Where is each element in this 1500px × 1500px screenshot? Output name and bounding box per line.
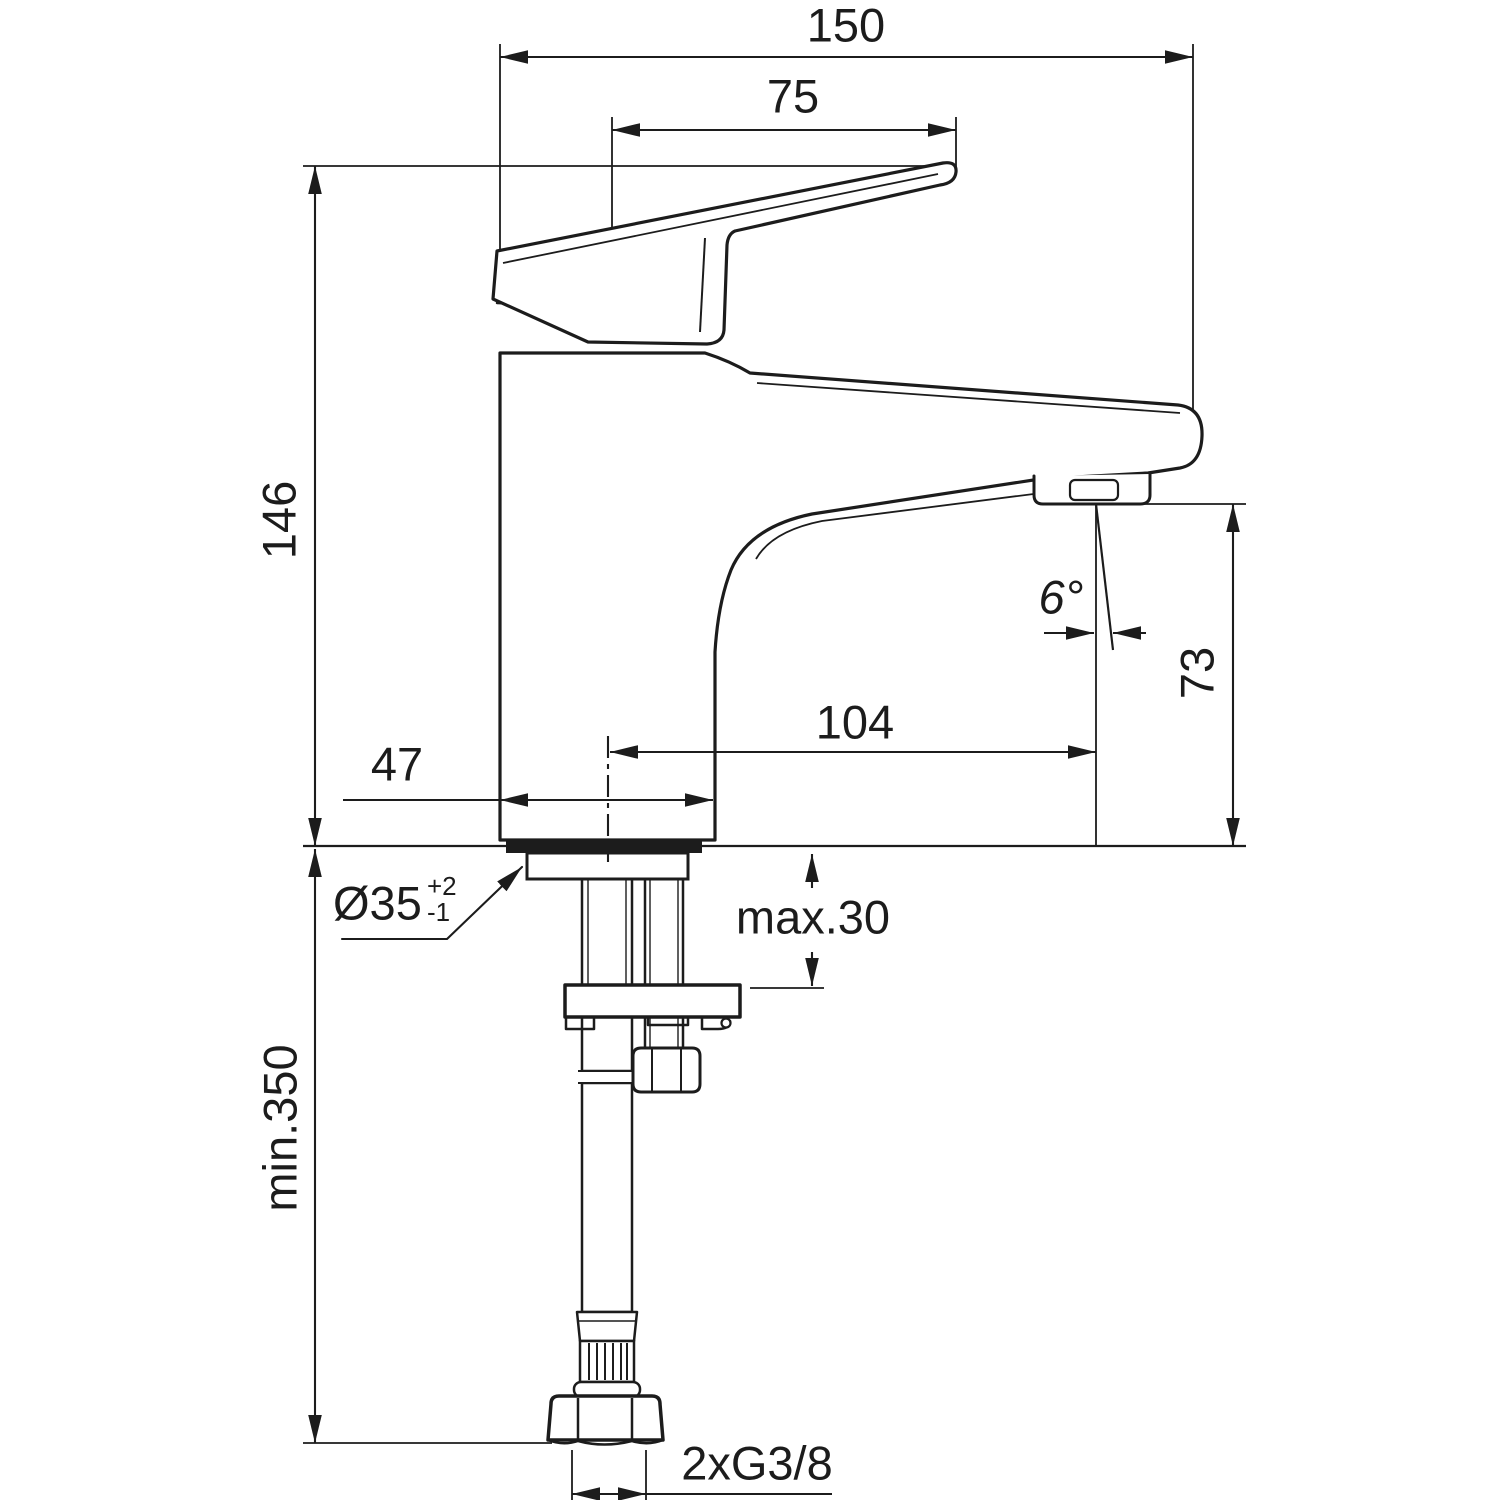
connection-nut-bottom bbox=[546, 1438, 665, 1446]
dim-overall-projection-label: 150 bbox=[807, 0, 885, 52]
hose-joint-gap bbox=[578, 1072, 636, 1082]
stud-hex-nut bbox=[631, 1046, 702, 1094]
dim-connection-thread-label: 2xG3/8 bbox=[681, 1437, 833, 1490]
dim-body-height-label: 146 bbox=[253, 481, 306, 559]
handle-neck-line bbox=[699, 237, 706, 333]
base-seal-bar bbox=[506, 840, 702, 853]
dim-spout-angle-label: 6° bbox=[1039, 571, 1084, 624]
dim-body-depth-label: 47 bbox=[371, 738, 423, 791]
supply-hose-lower bbox=[580, 1081, 634, 1314]
dim-hole-tolerance-plus-label: +2 bbox=[427, 871, 457, 901]
angle-tilted-line bbox=[1094, 503, 1115, 651]
reference-lines bbox=[303, 44, 1246, 1444]
dim-spout-reach-label: 104 bbox=[816, 696, 894, 749]
faucet-handle bbox=[491, 161, 958, 346]
spout-underside-highlight-line bbox=[755, 479, 1144, 560]
dim-hole-diameter-label: Ø35 bbox=[333, 877, 422, 930]
hose-spline-ridges bbox=[588, 1343, 628, 1380]
leader-hole-diameter bbox=[340, 865, 524, 941]
dimension-annotations bbox=[308, 50, 1246, 1500]
below-deck-assembly bbox=[525, 851, 742, 1446]
handle-top-highlight-line bbox=[502, 173, 939, 264]
dim-max-deck-thickness-label: max.30 bbox=[736, 891, 890, 944]
faucet-body-group bbox=[491, 161, 1204, 853]
mounting-claw-pin bbox=[720, 1017, 732, 1029]
dim-hole-tolerance-minus-label: -1 bbox=[427, 897, 450, 927]
aerator-insert bbox=[1068, 478, 1120, 502]
faucet-body-and-spout bbox=[498, 351, 1204, 842]
connection-nut bbox=[546, 1394, 665, 1442]
supply-hose-mid bbox=[580, 1015, 634, 1073]
dim-outlet-height-label: 73 bbox=[1171, 647, 1224, 699]
mounting-plate bbox=[563, 983, 742, 1019]
supply-hose-upper bbox=[580, 877, 634, 987]
dim-handle-length-label: 75 bbox=[767, 70, 819, 123]
dim-min-clearance-label: min.350 bbox=[254, 1044, 307, 1211]
dimension-labels: 150 75 146 104 47 6° 73 Ø35 +2 -1 max.30… bbox=[253, 0, 1224, 1490]
hose-ferrule bbox=[575, 1310, 639, 1343]
spout-top-highlight-line bbox=[756, 382, 1181, 414]
